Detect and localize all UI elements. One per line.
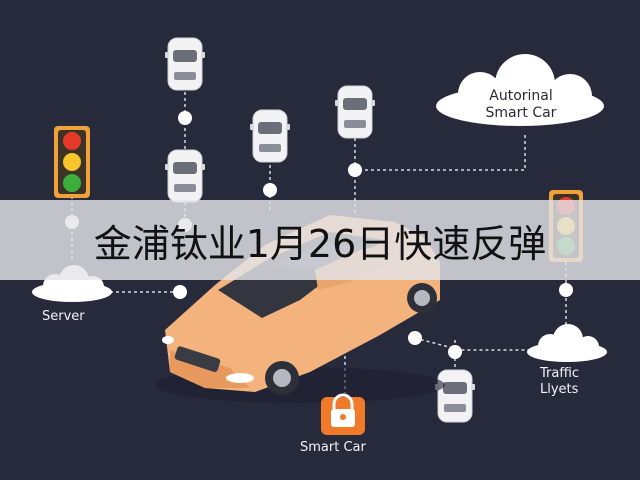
car-top-view-icon: [164, 149, 206, 203]
headline-text: 金浦钛业1月26日快速反弹: [93, 221, 547, 266]
car-top-view-icon: [334, 85, 376, 139]
traffic-light-icon: [54, 126, 90, 198]
car-top-view-icon: [249, 109, 291, 163]
lock-icon: [321, 393, 365, 435]
traffic-label-line-2: Llyets: [540, 382, 579, 397]
cloud-icon: [436, 54, 604, 126]
traffic-label: Traffic Llyets: [540, 366, 579, 398]
car-top-view-icon: [434, 369, 476, 423]
server-label: Server: [42, 309, 85, 324]
cloud-label-autorinal: Autorinal Smart Car: [460, 88, 582, 122]
traffic-label-line-1: Traffic: [540, 366, 580, 381]
cloud-label-line-2: Smart Car: [485, 105, 557, 121]
smart-car-label: Smart Car: [300, 440, 366, 455]
cloud-icon: [527, 324, 607, 362]
cloud-label-line-1: Autorinal: [489, 88, 553, 104]
car-top-view-icon: [164, 37, 206, 91]
headline-banner: 金浦钛业1月26日快速反弹: [0, 200, 640, 280]
